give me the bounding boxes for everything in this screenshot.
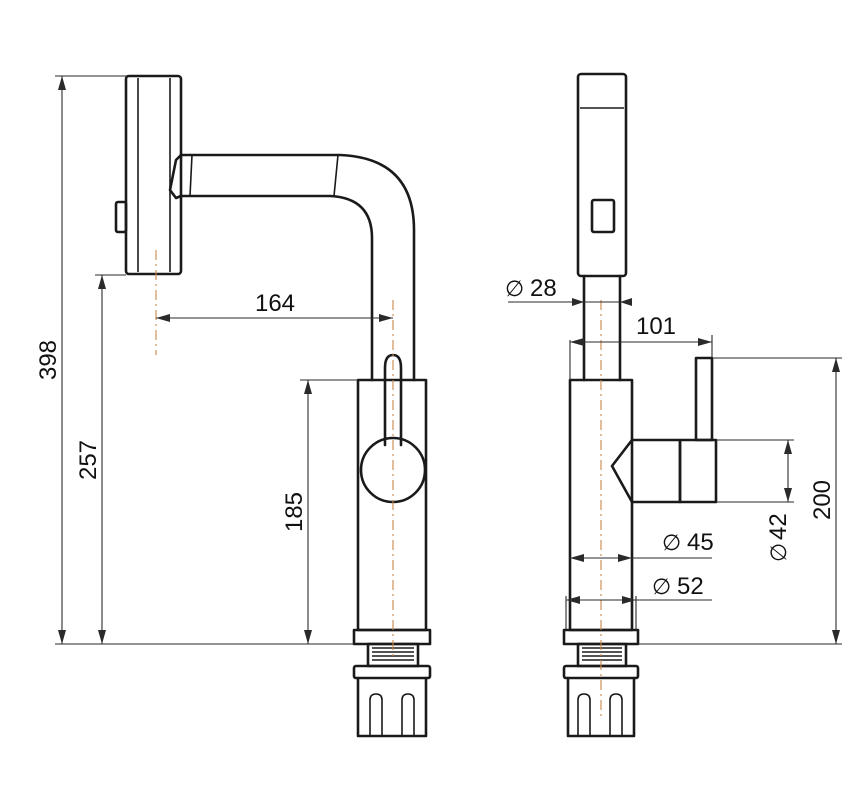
- dim-body-diameter-upper-label: 45: [687, 529, 714, 556]
- dim-handle-height-label: 200: [809, 480, 836, 520]
- dim-body-diameter-base: ∅ 52: [565, 573, 712, 630]
- handle-stem-front: [694, 356, 714, 442]
- dim-spout-diameter-symbol: ∅: [505, 277, 524, 302]
- spray-head-front: [576, 72, 628, 278]
- spout-tube: [179, 153, 416, 382]
- spray-button-front: [590, 198, 616, 234]
- dim-spout-reach-label: 164: [255, 290, 295, 317]
- dim-body-diameter-upper: ∅ 45: [570, 529, 714, 562]
- dim-handle-diameter: ∅ 42: [716, 439, 794, 562]
- dim-handle-diameter-label: 42: [765, 513, 792, 540]
- dim-body-diameter-upper-symbol: ∅: [662, 531, 681, 556]
- dim-handle-diameter-symbol: ∅: [767, 543, 792, 562]
- dim-body-diameter-base-label: 52: [677, 573, 704, 600]
- dim-handle-height: 200: [638, 357, 842, 645]
- dim-outlet-height: 257: [75, 274, 126, 644]
- spray-button: [114, 200, 128, 234]
- side-view: ∅ 28 101 200 ∅: [505, 72, 842, 738]
- dim-spout-reach: 164: [156, 290, 393, 322]
- mounting-thread-front: [576, 642, 628, 668]
- dim-handle-reach-label: 101: [636, 313, 676, 340]
- dim-body-height-label: 185: [281, 492, 308, 532]
- dim-body-height: 185: [281, 379, 358, 644]
- dim-body-diameter-base-symbol: ∅: [652, 575, 671, 600]
- base-flange: [352, 628, 432, 646]
- dim-outlet-height-label: 257: [75, 440, 102, 480]
- spray-head: [124, 74, 183, 276]
- dim-handle-reach: 101: [569, 313, 713, 380]
- dim-spout-diameter: ∅ 28: [505, 275, 632, 306]
- dim-total-height-label: 398: [35, 340, 62, 380]
- dim-spout-diameter-label: 28: [530, 275, 557, 302]
- handle-lever-front: [610, 438, 682, 504]
- faucet-body: [356, 378, 428, 632]
- dim-total-height: 398: [35, 75, 354, 645]
- front-view: 398 257 164 185: [35, 74, 432, 738]
- mounting-nut: [352, 664, 432, 738]
